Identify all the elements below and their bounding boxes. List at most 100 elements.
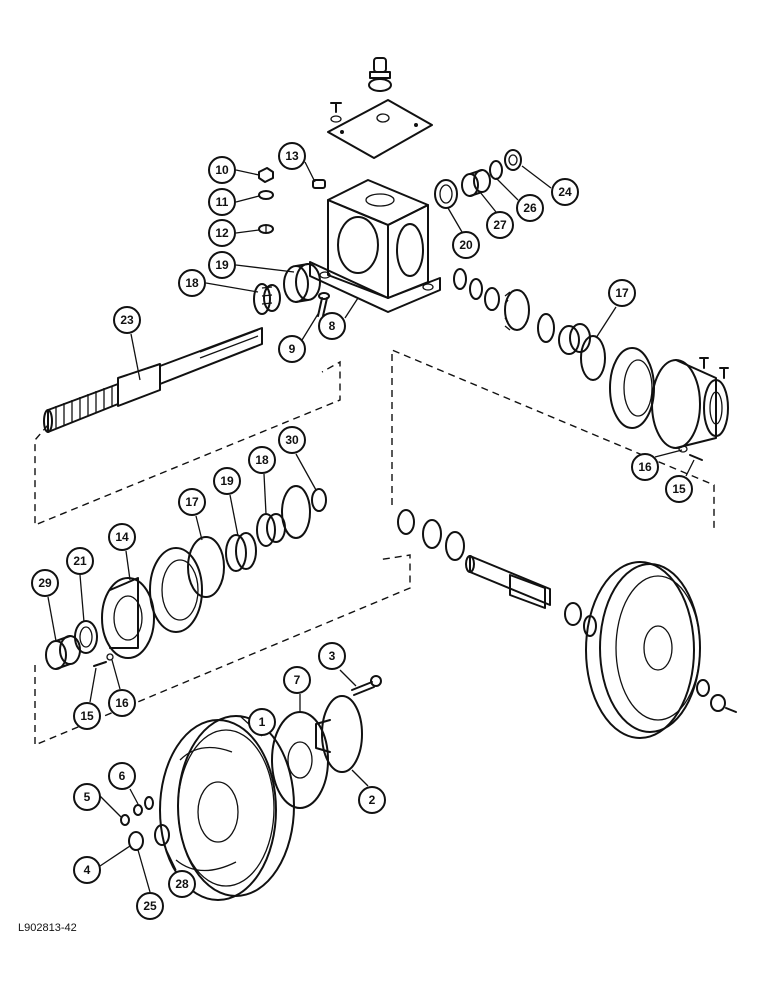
bolt-9 xyxy=(317,292,330,317)
right-gear-train xyxy=(453,268,606,381)
callout-label: 16 xyxy=(115,696,129,710)
screws-right xyxy=(678,357,729,461)
right-pulley xyxy=(585,561,701,739)
callout-label: 29 xyxy=(38,576,52,590)
callout-label: 4 xyxy=(84,863,91,877)
right-pulley-fasteners xyxy=(696,679,737,713)
callout-16: 16 xyxy=(108,689,136,717)
gear-lower xyxy=(281,485,311,539)
bearing-housing-right xyxy=(651,359,729,449)
callout-label: 28 xyxy=(175,877,189,891)
callout-label: 18 xyxy=(255,453,269,467)
fasteners-4-6 xyxy=(120,796,154,826)
callout-5: 5 xyxy=(73,783,101,811)
callout-20: 20 xyxy=(452,231,480,259)
callout-17: 17 xyxy=(178,488,206,516)
callout-3: 3 xyxy=(318,642,346,670)
bearing-housing-14 xyxy=(101,577,155,659)
washer-26 xyxy=(489,160,503,180)
callout-23: 23 xyxy=(113,306,141,334)
o-ring-17 xyxy=(187,536,225,598)
callout-label: 15 xyxy=(672,482,686,496)
callout-4: 4 xyxy=(73,856,101,884)
callout-8: 8 xyxy=(318,312,346,340)
cover-screw xyxy=(330,102,342,123)
bearing-cup-19 xyxy=(283,263,321,303)
long-shaft xyxy=(43,327,263,433)
callout-label: 11 xyxy=(216,195,229,209)
callout-label: 16 xyxy=(638,460,652,474)
callout-12: 12 xyxy=(208,219,236,247)
bearing-cup-19-lower xyxy=(225,532,257,572)
callout-13: 13 xyxy=(278,142,306,170)
right-spacer xyxy=(564,602,582,626)
callout-14: 14 xyxy=(108,523,136,551)
bearing-cone-18 xyxy=(253,283,281,315)
callout-label: 20 xyxy=(459,238,473,252)
callout-label: 3 xyxy=(329,649,336,663)
leader-lines xyxy=(47,161,695,893)
callout-label: 24 xyxy=(558,185,572,199)
callout-27: 27 xyxy=(486,211,514,239)
cover-plate xyxy=(327,99,433,159)
nut-24 xyxy=(504,149,522,171)
callout-label: 14 xyxy=(115,530,129,544)
callout-label: 12 xyxy=(215,226,229,240)
callout-label: 9 xyxy=(289,342,296,356)
callout-21: 21 xyxy=(66,547,94,575)
gasket-right xyxy=(609,347,655,429)
callout-18: 18 xyxy=(178,269,206,297)
callout-24: 24 xyxy=(551,178,579,206)
breather-plug xyxy=(368,57,392,92)
callout-label: 10 xyxy=(215,163,229,177)
gasket-14-group xyxy=(149,547,203,633)
callout-33: 16 xyxy=(631,453,659,481)
callout-label: 18 xyxy=(185,276,199,290)
callout-label: 17 xyxy=(185,495,199,509)
callout-7: 7 xyxy=(283,666,311,694)
callout-15: 15 xyxy=(73,702,101,730)
right-bearings xyxy=(397,509,465,561)
callout-1: 1 xyxy=(248,708,276,736)
callout-11: 11 xyxy=(208,188,236,216)
callout-26: 26 xyxy=(516,194,544,222)
washer-25-28 xyxy=(128,824,170,851)
pulley-1 xyxy=(159,715,295,901)
callout-10: 10 xyxy=(208,156,236,184)
callout-29: 29 xyxy=(31,569,59,597)
callout-label: 26 xyxy=(523,201,537,215)
callout-label: 27 xyxy=(493,218,507,232)
callout-label: 25 xyxy=(143,899,157,913)
callout-label: 19 xyxy=(215,258,229,272)
phantom-line-right-group xyxy=(391,348,715,532)
snap-ring-30 xyxy=(311,488,327,512)
callout-label: 6 xyxy=(119,769,126,783)
short-shaft xyxy=(465,555,551,609)
bolt-3 xyxy=(351,675,382,696)
callout-label: 13 xyxy=(285,149,299,163)
callout-label: 7 xyxy=(294,673,301,687)
hub-2 xyxy=(315,695,363,773)
callout-label: 23 xyxy=(120,313,134,327)
callout-30: 30 xyxy=(278,426,306,454)
plug-13 xyxy=(312,179,326,189)
callout-6: 6 xyxy=(108,762,136,790)
callout-label: 15 xyxy=(80,709,94,723)
callout-9: 9 xyxy=(278,335,306,363)
callout-label: 8 xyxy=(329,319,336,333)
bearing-cone-18-lower xyxy=(256,513,286,547)
callout-label: 5 xyxy=(84,790,91,804)
callout-label: 19 xyxy=(220,474,234,488)
phantom-line-seal-group xyxy=(34,554,411,747)
callout-25: 25 xyxy=(136,892,164,920)
callout-label: 30 xyxy=(285,433,299,447)
callout-19: 19 xyxy=(208,251,236,279)
seal-21 xyxy=(74,620,98,654)
callout-31: 19 xyxy=(213,467,241,495)
callout-label: 2 xyxy=(369,793,376,807)
callout-label: 1 xyxy=(259,715,266,729)
plate-7 xyxy=(271,711,329,809)
callout-label: 21 xyxy=(73,554,87,568)
callout-22: 17 xyxy=(608,279,636,307)
